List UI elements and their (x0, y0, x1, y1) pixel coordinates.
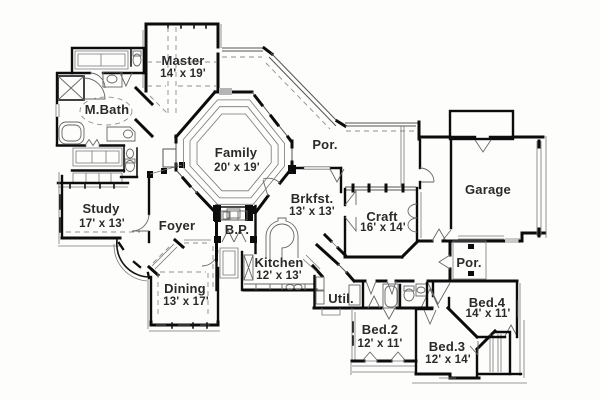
svg-text:Family: Family (215, 145, 258, 160)
svg-text:B.P.: B.P. (225, 222, 249, 237)
svg-text:14' x 19': 14' x 19' (160, 68, 206, 80)
svg-text:Dining: Dining (164, 281, 206, 296)
svg-text:14' x 11': 14' x 11' (465, 308, 510, 320)
svg-text:Kitchen: Kitchen (254, 255, 303, 270)
svg-text:12' x 14': 12' x 14' (425, 354, 471, 366)
svg-text:12' x 13': 12' x 13' (256, 270, 302, 282)
svg-text:13' x 13': 13' x 13' (289, 206, 335, 218)
svg-text:20' x 19': 20' x 19' (214, 162, 260, 174)
svg-text:Study: Study (82, 201, 120, 216)
svg-text:M.Bath: M.Bath (85, 102, 130, 117)
svg-text:Garage: Garage (465, 182, 511, 197)
svg-text:17' x 13': 17' x 13' (79, 218, 125, 230)
svg-text:Por.: Por. (456, 255, 481, 270)
svg-text:Brkfst.: Brkfst. (291, 191, 334, 206)
svg-text:Util.: Util. (328, 291, 354, 306)
svg-text:Craft: Craft (366, 209, 398, 224)
svg-text:16' x 14': 16' x 14' (360, 222, 406, 234)
svg-text:Bed.2: Bed.2 (362, 322, 398, 337)
svg-text:13' x 17': 13' x 17' (163, 296, 209, 308)
svg-text:Bed.3: Bed.3 (429, 339, 465, 354)
svg-text:Foyer: Foyer (159, 218, 195, 233)
svg-text:12' x 11': 12' x 11' (357, 338, 402, 350)
svg-text:Por.: Por. (312, 137, 337, 152)
svg-text:Master: Master (161, 53, 204, 68)
svg-text:Bed.4: Bed.4 (469, 295, 506, 310)
